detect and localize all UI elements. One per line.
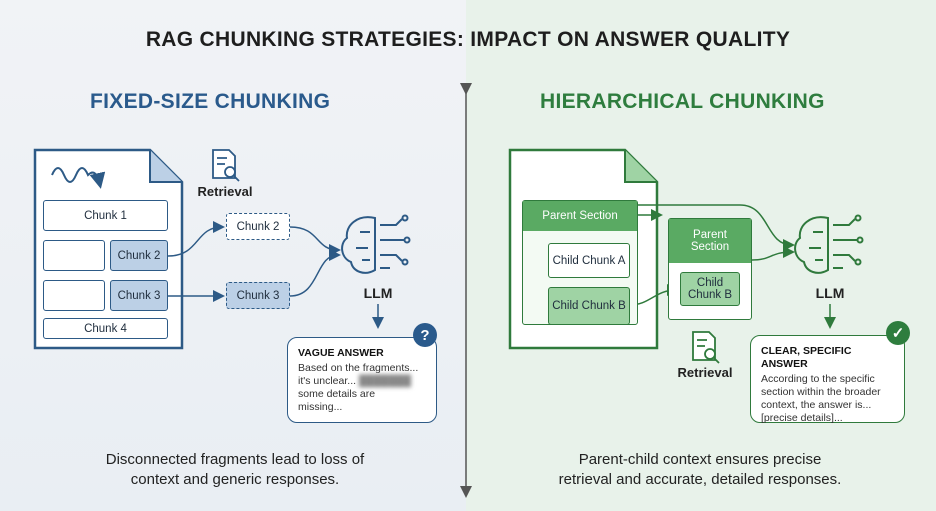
answer-title: VAGUE ANSWER (298, 347, 384, 359)
child-chunk-a: Child Chunk A (548, 243, 630, 278)
answer-line: context, the answer is... (761, 399, 872, 411)
answer-line: According to the specific (761, 373, 875, 385)
chunk-2: Chunk 2 (110, 240, 168, 271)
retrieved-chunk-2: Chunk 2 (226, 213, 290, 240)
llm-label-left: LLM (363, 285, 393, 301)
right-caption: Parent-child context ensures precise retr… (500, 450, 900, 490)
caption-line: context and generic responses. (130, 471, 340, 488)
right-heading: HIERARCHICAL CHUNKING (540, 90, 825, 113)
chunk-3-fragment (43, 280, 105, 311)
left-heading: FIXED-SIZE CHUNKING (90, 90, 331, 113)
chunk-4: Chunk 4 (43, 318, 168, 339)
retrieved-parent-header: Parent Section (669, 219, 751, 263)
vague-answer-card: VAGUE ANSWER Based on the fragments... i… (287, 337, 437, 423)
blurred-text: ███████ (358, 375, 412, 387)
check-icon: ✓ (886, 321, 910, 345)
left-caption: Disconnected fragments lead to loss of co… (40, 450, 430, 490)
brain-icon-left (341, 214, 411, 274)
question-icon: ? (413, 323, 437, 347)
caption-line: retrieval and accurate, detailed respons… (558, 471, 842, 488)
answer-line: missing... (298, 401, 343, 413)
brain-icon-right (794, 214, 864, 274)
chunk-1: Chunk 1 (43, 200, 168, 231)
retrieved-chunk-3: Chunk 3 (226, 282, 290, 309)
answer-line: some details are (298, 388, 376, 400)
page-title: RAG CHUNKING STRATEGIES: IMPACT ON ANSWE… (145, 28, 791, 51)
parent-section-header: Parent Section (523, 201, 637, 231)
answer-line: it's unclear... ███████ (298, 375, 426, 388)
child-chunk-b: Child Chunk B (548, 287, 630, 325)
clear-answer-card: CLEAR, SPECIFIC ANSWER According to the … (750, 335, 905, 424)
answer-line: section within the broader (761, 386, 881, 398)
answer-text: it's unclear... (298, 375, 357, 387)
retrieval-label-right: Retrieval (677, 365, 733, 380)
chunk-3: Chunk 3 (110, 280, 168, 311)
chunk-2-fragment (43, 240, 105, 271)
answer-line: Based on the fragments... (298, 362, 419, 374)
answer-line: [precise details]... (761, 412, 843, 424)
retrieval-icon-left (212, 149, 240, 182)
llm-label-right: LLM (815, 285, 845, 301)
retrieval-icon-right (692, 331, 720, 364)
retrieval-label-left: Retrieval (197, 184, 253, 199)
answer-title: CLEAR, SPECIFIC ANSWER (761, 345, 852, 370)
caption-line: Disconnected fragments lead to loss of (105, 451, 365, 468)
caption-line: Parent-child context ensures precise (578, 451, 822, 468)
retrieved-child-chunk-b: Child Chunk B (680, 272, 740, 306)
